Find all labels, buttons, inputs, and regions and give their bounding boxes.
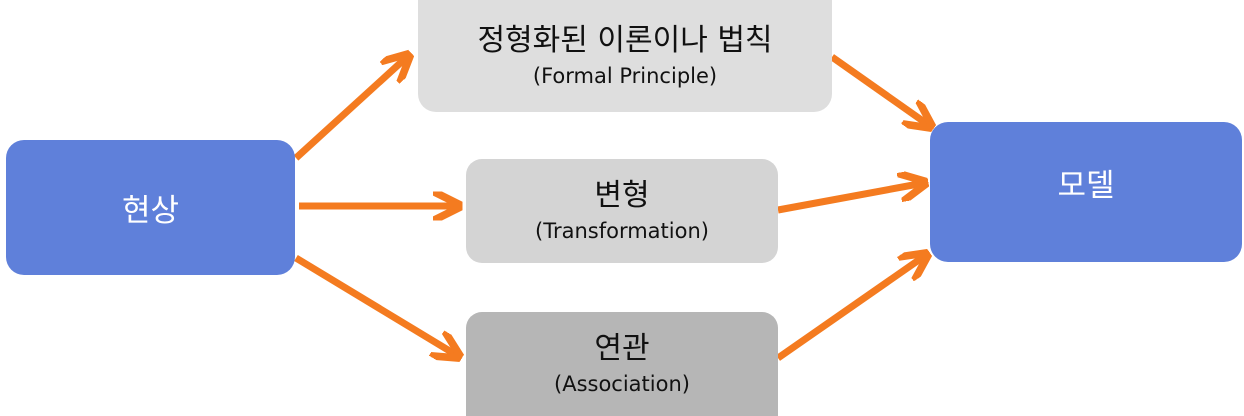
arrow-phenomenon-to-formal: [293, 56, 408, 161]
model-label: 모델: [1057, 167, 1115, 204]
model-node: 모델: [930, 122, 1242, 262]
association-node: 연관 (Association): [466, 312, 778, 416]
transformation-subtitle: (Transformation): [535, 219, 709, 243]
phenomenon-label: 현상: [121, 193, 180, 229]
phenomenon-node: 현상: [6, 140, 295, 275]
arrow-phenomenon-to-association: [294, 255, 458, 356]
arrow-association-to-model: [776, 255, 926, 361]
association-subtitle: (Association): [554, 372, 690, 396]
transformation-node: 변형 (Transformation): [466, 159, 778, 263]
transformation-title: 변형: [594, 178, 650, 213]
arrow-transformation-to-model: [777, 183, 924, 214]
arrow-formal-to-model: [829, 54, 930, 126]
formal-principle-title: 정형화된 이론이나 법칙: [477, 23, 773, 58]
association-title: 연관: [594, 331, 650, 366]
formal-principle-node: 정형화된 이론이나 법칙 (Formal Principle): [418, 0, 832, 112]
formal-principle-subtitle: (Formal Principle): [532, 64, 718, 88]
